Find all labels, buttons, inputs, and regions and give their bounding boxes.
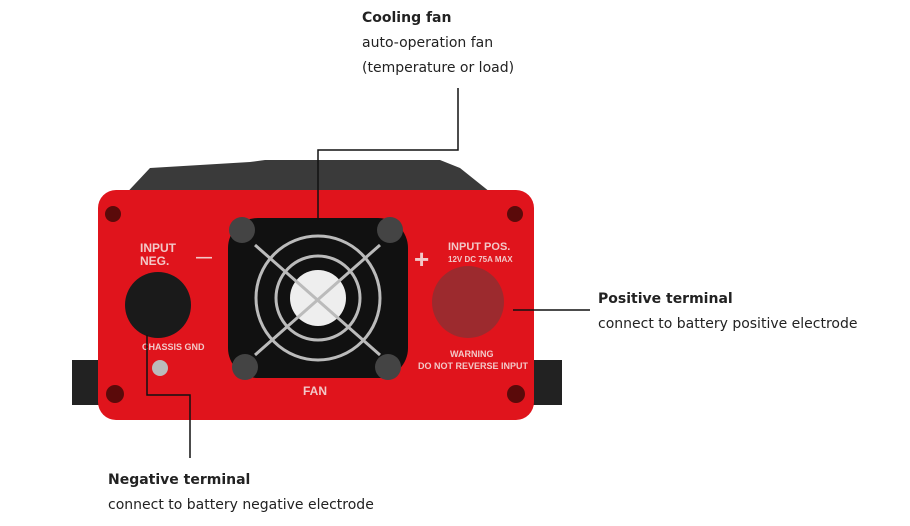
negative-terminal-callout: Negative terminal connect to battery neg… (108, 468, 374, 518)
callout-title: Positive terminal (598, 291, 733, 307)
input-neg-label: INPUT (140, 241, 177, 255)
callout-text: connect to battery positive electrode (598, 316, 858, 332)
callout-text: auto-operation fan (362, 35, 494, 51)
input-pos-label: INPUT POS. (448, 241, 510, 253)
minus-sign: — (196, 249, 212, 266)
warning-label: WARNING (450, 349, 494, 359)
fan-leader-line (317, 88, 459, 220)
cooling-fan (228, 217, 408, 380)
callout-title: Cooling fan (362, 10, 452, 26)
cooling-fan-callout: Cooling fan auto-operation fan (temperat… (362, 6, 514, 81)
positive-terminal-callout: Positive terminal connect to battery pos… (598, 287, 858, 337)
negative-terminal (125, 272, 191, 338)
ground-screw (152, 360, 168, 376)
input-neg-label-2: NEG. (140, 254, 169, 268)
plus-sign: + (414, 244, 429, 274)
fan-label: FAN (303, 384, 327, 398)
callout-text: (temperature or load) (362, 60, 515, 76)
input-pos-rating: 12V DC 75A MAX (448, 255, 513, 264)
callout-title: Negative terminal (108, 472, 251, 488)
chassis-gnd-label: CHASSIS GND (142, 342, 205, 352)
callout-text: connect to battery negative electrode (108, 497, 374, 513)
warning-text: DO NOT REVERSE INPUT (418, 361, 529, 371)
positive-terminal (432, 266, 504, 338)
negative-leader-line (146, 335, 191, 458)
